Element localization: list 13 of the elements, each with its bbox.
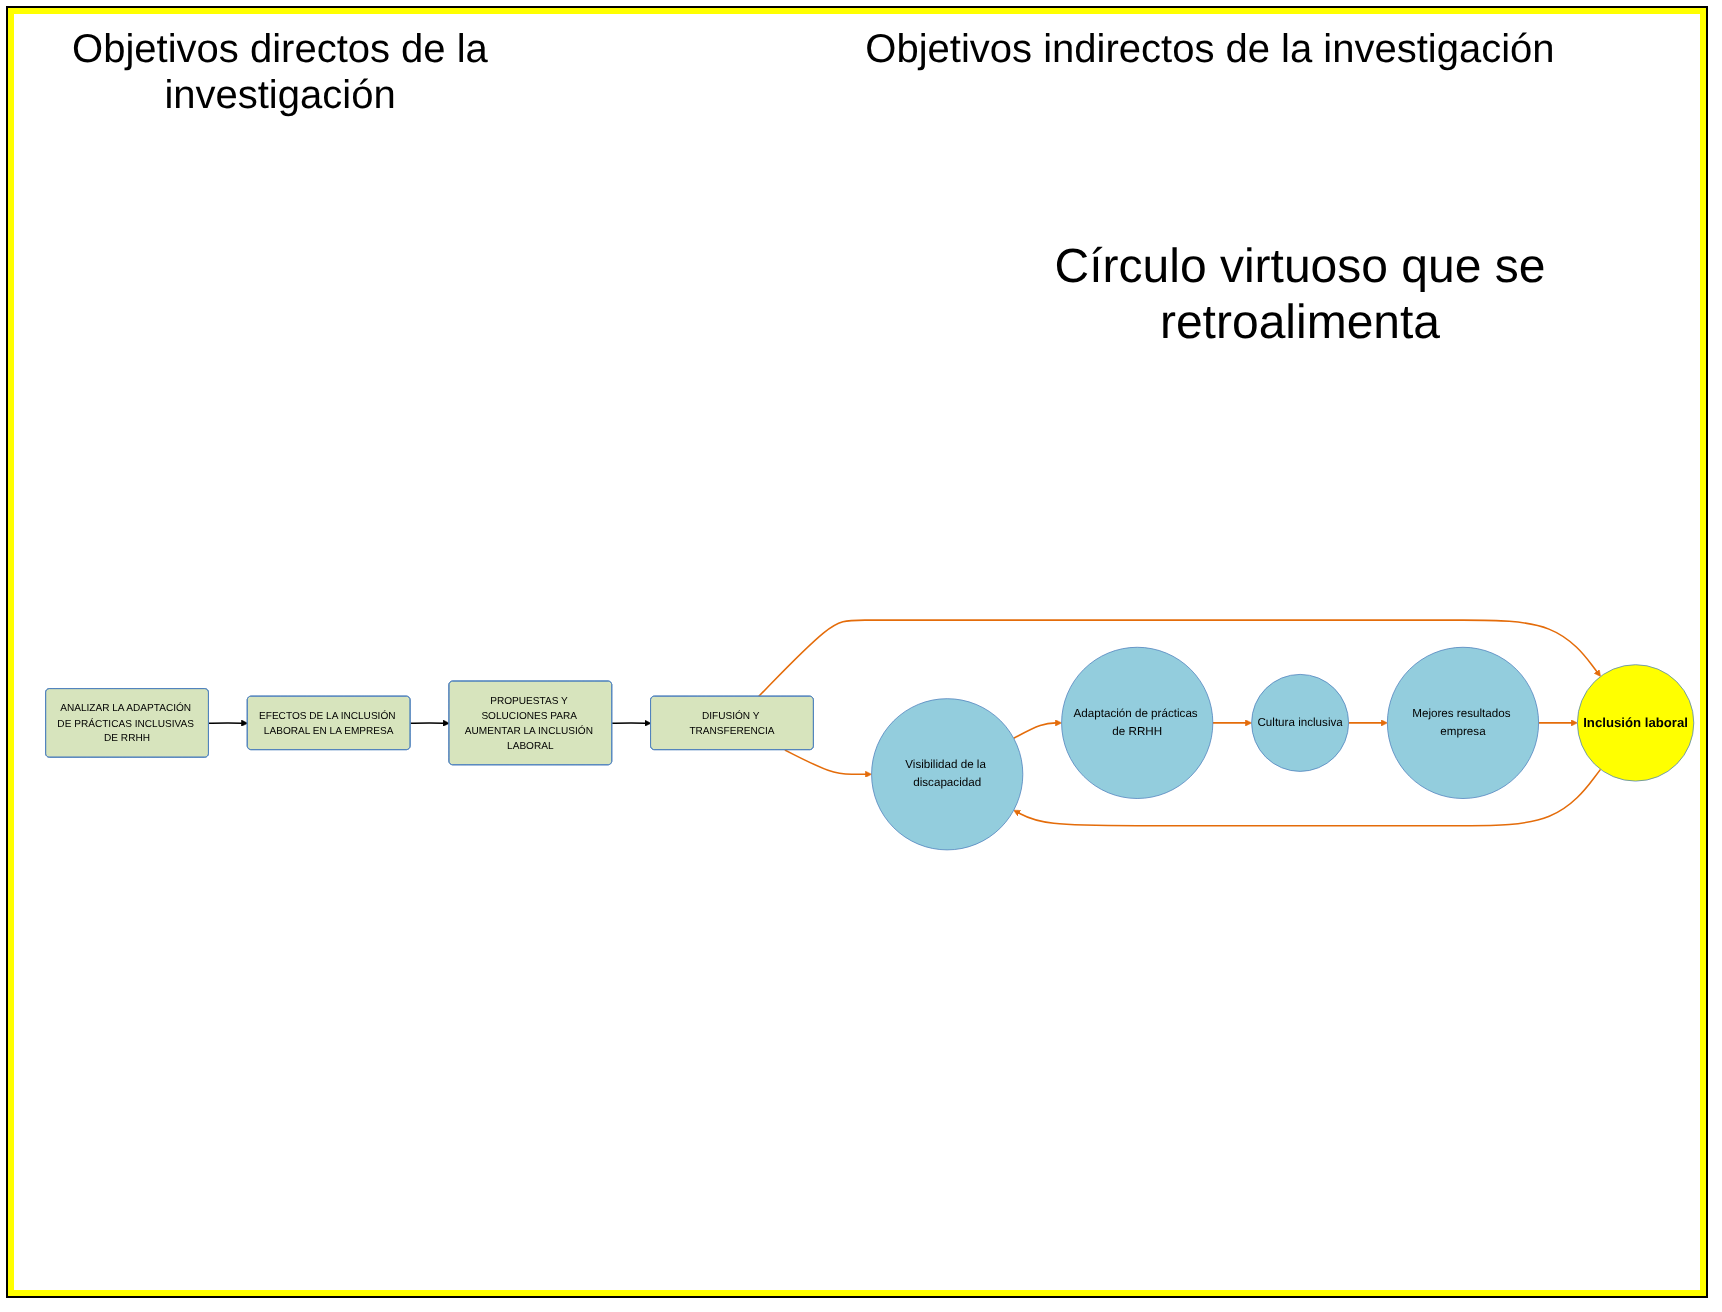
arrow: [1012, 719, 1062, 740]
arrow: [1537, 719, 1578, 727]
arrow: [784, 749, 872, 778]
arrow: [1212, 719, 1252, 727]
arrow: [409, 719, 450, 727]
column-heading: Objetivos directos de la investigación: [70, 28, 490, 120]
arrow: [1013, 768, 1602, 827]
column-heading: Objetivos indirectos de la investigación: [863, 28, 1557, 74]
center-text: Círculo virtuoso que se retroalimenta: [1052, 240, 1548, 352]
arrow: [208, 719, 248, 727]
arrow: [611, 719, 652, 727]
arrow: [1347, 719, 1388, 727]
arrow: [757, 619, 1601, 698]
